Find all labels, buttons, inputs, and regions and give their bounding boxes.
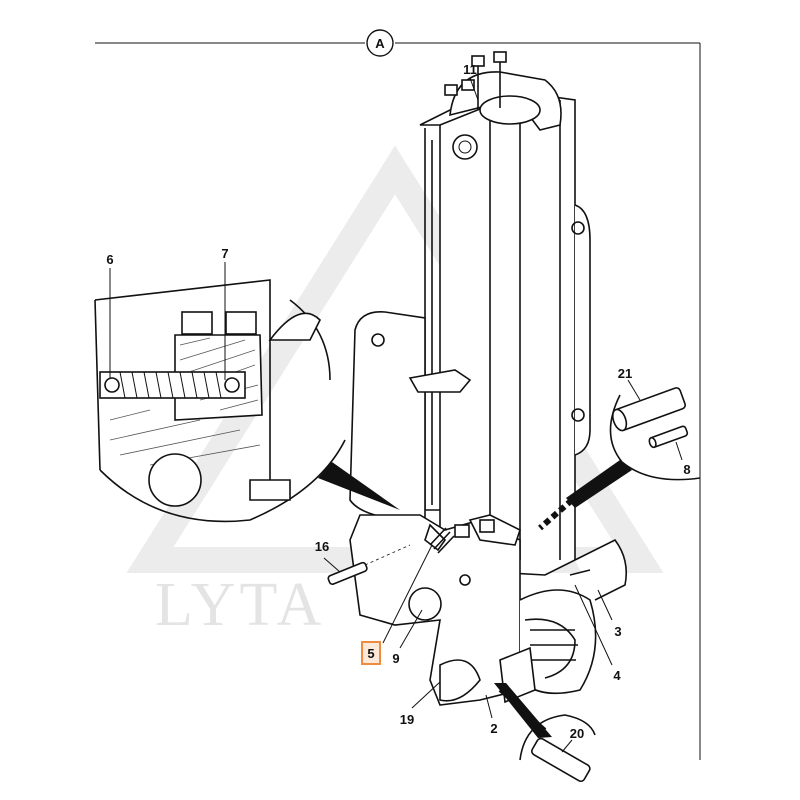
callout-3[interactable]: 3 xyxy=(614,624,621,639)
callout-21[interactable]: 21 xyxy=(618,366,632,381)
mast-assembly xyxy=(349,51,591,576)
callout-19[interactable]: 19 xyxy=(400,712,414,727)
watermark-text: LYTA xyxy=(155,571,325,639)
callout-4[interactable]: 4 xyxy=(613,668,621,683)
callout-8[interactable]: 8 xyxy=(683,462,690,477)
detail-view-pin-20 xyxy=(494,683,596,783)
callout-11[interactable]: 11 xyxy=(463,62,477,77)
callout-7[interactable]: 7 xyxy=(221,246,228,261)
callout-16[interactable]: 16 xyxy=(315,539,329,554)
callout-20[interactable]: 20 xyxy=(570,726,584,741)
view-header: A xyxy=(95,29,701,760)
leader-lines xyxy=(109,77,683,753)
detail-view-pins xyxy=(538,387,701,531)
pin-16 xyxy=(327,544,411,585)
callout-2[interactable]: 2 xyxy=(490,721,497,736)
callout-5-highlight-box xyxy=(361,641,381,665)
callouts: 11 6 7 21 8 16 5 9 3 4 19 2 20 xyxy=(106,62,690,741)
detail-view-spring-latch xyxy=(94,279,400,523)
callout-6[interactable]: 6 xyxy=(106,252,113,267)
callout-9[interactable]: 9 xyxy=(392,651,399,666)
spring-5 xyxy=(429,527,455,554)
callout-5[interactable]: 5 xyxy=(367,646,374,661)
view-marker-label: A xyxy=(375,36,385,51)
view-marker-circle xyxy=(366,29,394,57)
hook-assembly xyxy=(349,514,628,706)
